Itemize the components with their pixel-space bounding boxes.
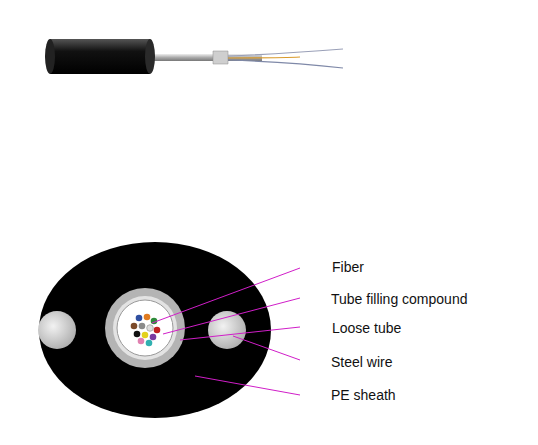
part-label: PE sheath xyxy=(331,387,396,403)
part-label: Tube filling compound xyxy=(331,291,467,307)
part-label: Loose tube xyxy=(332,320,401,336)
steel-wire xyxy=(38,311,76,349)
cable-cross-section xyxy=(38,242,271,418)
fibers xyxy=(131,314,161,347)
leader-lines xyxy=(152,268,300,395)
cable-side-view xyxy=(45,39,343,74)
loose-tube xyxy=(105,288,185,368)
part-label: Fiber xyxy=(332,259,364,275)
part-label: Steel wire xyxy=(331,354,392,370)
